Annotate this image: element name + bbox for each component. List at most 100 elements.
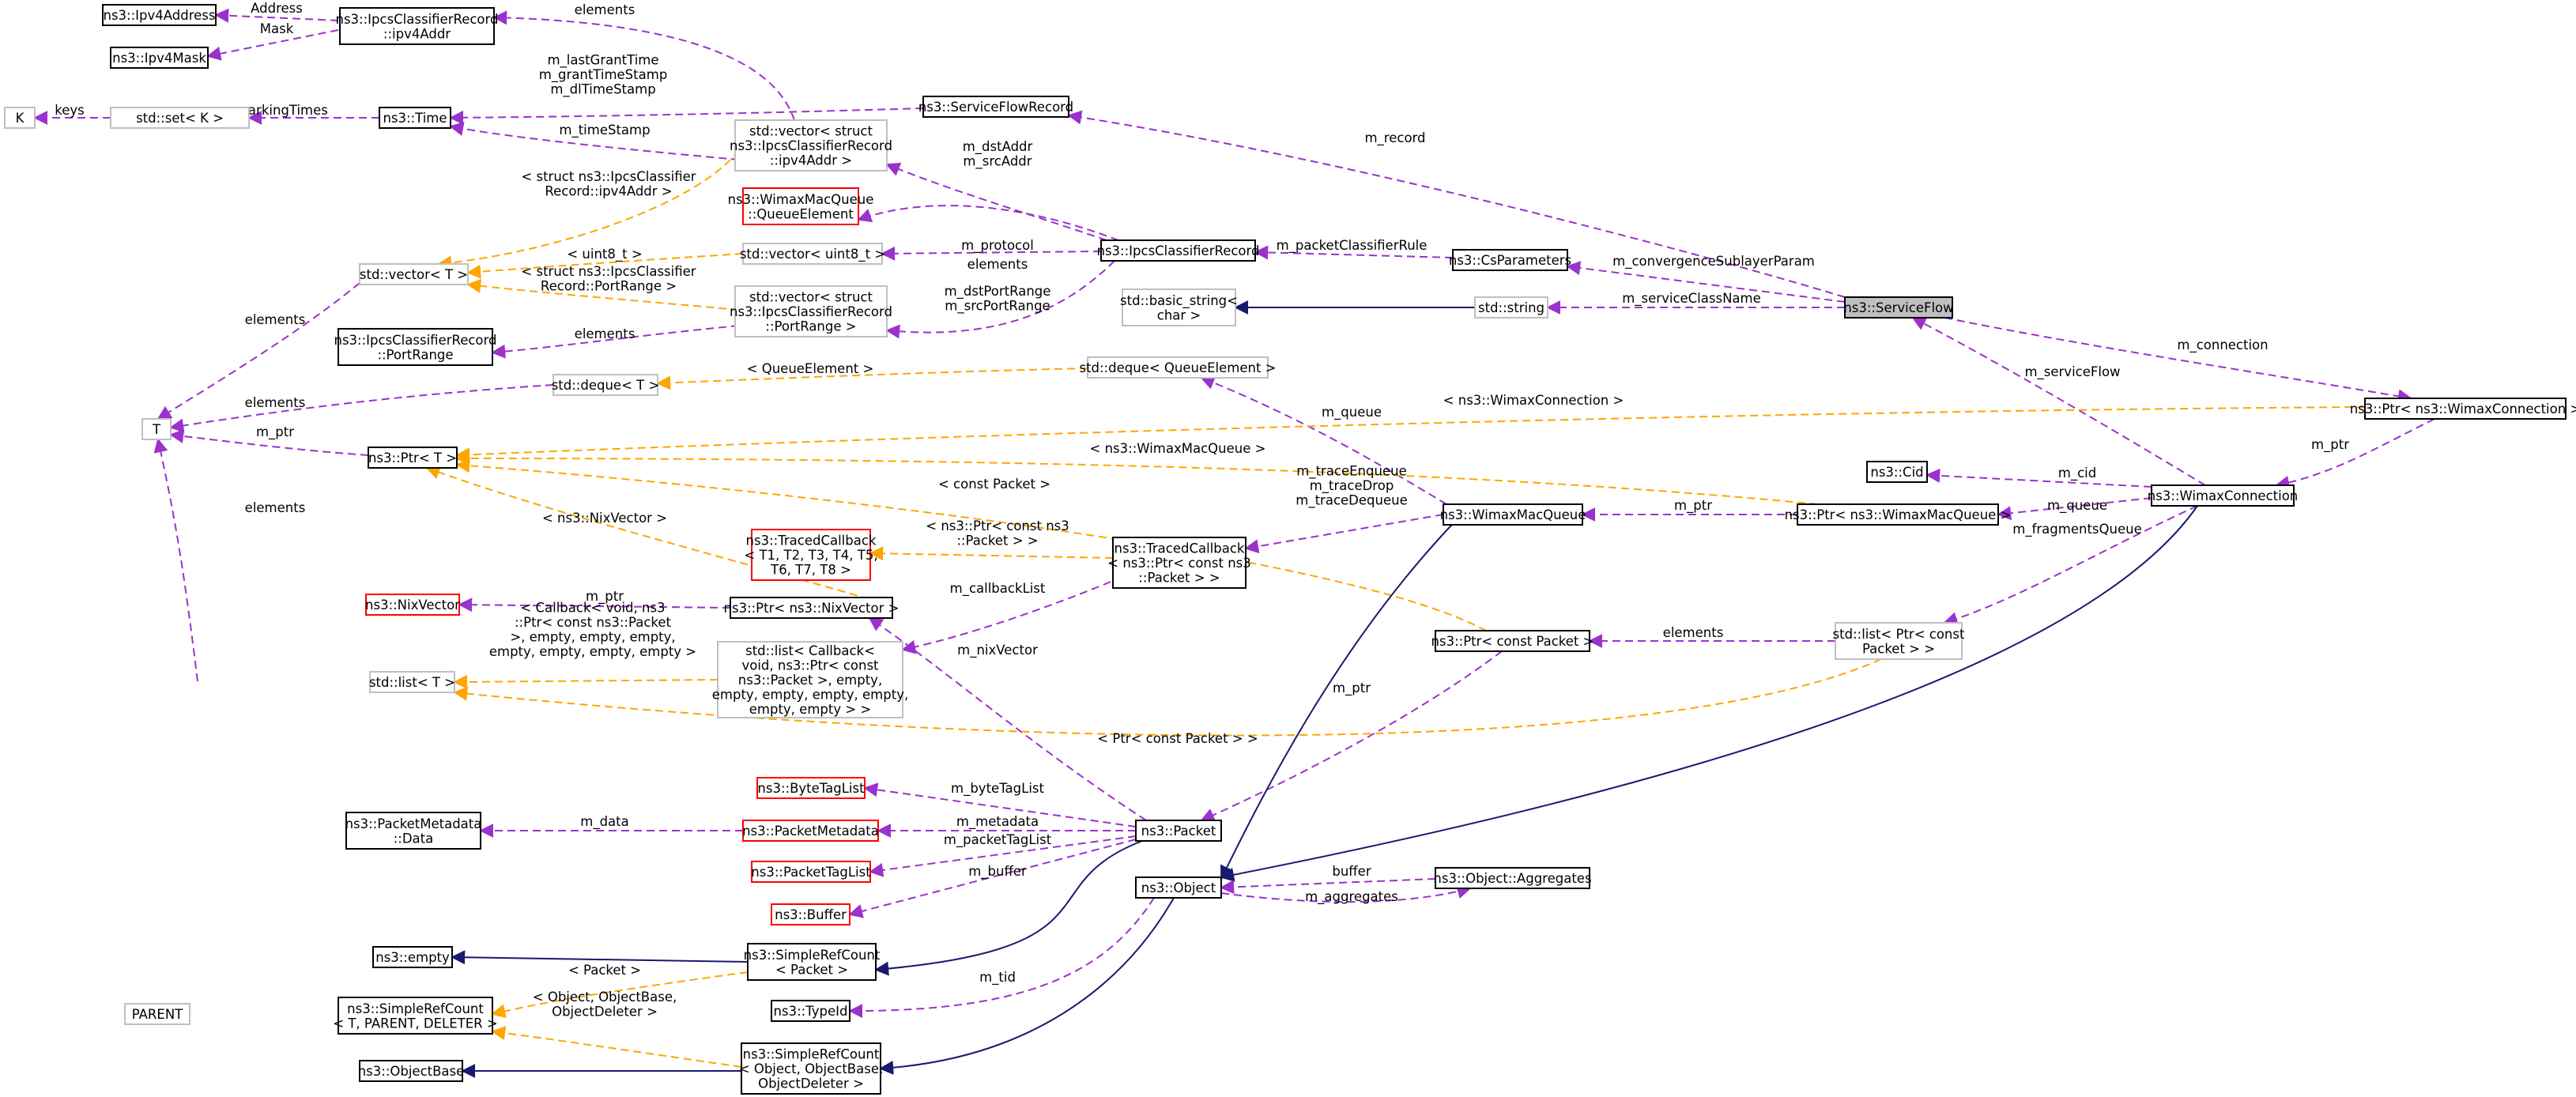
class-node-label: ns3::ObjectBase <box>358 1064 465 1079</box>
class-node-ptr-nixvector[interactable]: ns3::Ptr< ns3::NixVector > <box>724 597 900 619</box>
class-node-label: ns3::Cid <box>1870 465 1923 480</box>
usage-edge-0 <box>214 8 339 23</box>
edge-label-m-ptr-nix: m_ptr <box>586 589 624 605</box>
class-node-tracedcallback-t[interactable]: ns3::TracedCallback< T1, T2, T3, T4, T5,… <box>744 529 878 581</box>
class-node-ipv4mask[interactable]: ns3::Ipv4Mask <box>110 47 209 69</box>
class-node-csparameters[interactable]: ns3::CsParameters <box>1449 249 1571 271</box>
class-node-box <box>1474 296 1548 319</box>
class-node-buffer[interactable]: ns3::Buffer <box>771 903 850 925</box>
class-node-nixvector[interactable]: ns3::NixVector <box>365 594 460 616</box>
class-node-objectbase[interactable]: ns3::ObjectBase <box>358 1060 465 1082</box>
edge-label-line: m_protocol <box>961 238 1034 254</box>
class-node-queueelement[interactable]: ns3::WimaxMacQueue::QueueElement <box>728 187 874 225</box>
class-node-packet[interactable]: ns3::Packet <box>1135 820 1222 842</box>
edge-label-line: m_srcPortRange <box>945 298 1050 314</box>
class-node-empty[interactable]: ns3::empty <box>372 946 453 968</box>
edge-label-line: elements <box>245 312 306 327</box>
edge-label-queue-element: < QueueElement > <box>747 361 874 376</box>
class-node-label: std::vector< T > <box>360 267 468 282</box>
edge-label-fragments: m_fragmentsQueue <box>2012 522 2141 537</box>
usage-edge-49 <box>869 835 1137 877</box>
class-node-simplerefcount-t[interactable]: ns3::SimpleRefCount< T, PARENT, DELETER … <box>333 997 498 1035</box>
class-node-string[interactable]: std::string <box>1474 296 1548 319</box>
class-node-list-callback[interactable]: std::list< Callback<void, ns3::Ptr< cons… <box>712 641 908 718</box>
class-node-cid[interactable]: ns3::Cid <box>1866 461 1928 483</box>
class-node-vector-uint8[interactable]: std::vector< uint8_t > <box>740 243 885 265</box>
edges-layer <box>33 8 2435 1078</box>
class-node-ptr-const-packet[interactable]: ns3::Ptr< const Packet > <box>1431 630 1594 652</box>
class-node-ipcsclassifierrecord[interactable]: ns3::IpcsClassifierRecord <box>1096 239 1260 262</box>
class-node-label: ns3::PacketMetadata <box>345 816 482 831</box>
edge-label-line: elements <box>245 395 306 410</box>
class-node-label: ns3::WimaxMacQueue <box>1440 507 1586 522</box>
edge-label-elements-deque: elements <box>245 395 306 410</box>
class-node-serviceflow[interactable]: ns3::ServiceFlow <box>1843 296 1954 319</box>
class-node-t[interactable]: T <box>141 418 172 440</box>
edge-label-line: m_timeStamp <box>559 123 650 138</box>
edge-label-keys: keys <box>55 103 84 118</box>
class-node-list-t[interactable]: std::list< T > <box>369 671 455 693</box>
edge-label-line: >, empty, empty, empty, <box>510 629 675 644</box>
class-node-simplerefcount-object[interactable]: ns3::SimpleRefCount< Object, ObjectBase,… <box>739 1042 883 1095</box>
edge-label-line: < Callback< void, ns3 <box>520 600 665 615</box>
class-node-box <box>771 903 850 925</box>
class-node-label: empty, empty > > <box>749 702 872 717</box>
edge-label-line: < ns3::WimaxMacQueue > <box>1090 441 1266 456</box>
edge-label-line: Record::PortRange > <box>541 278 677 293</box>
class-node-label: ns3::Packet <box>1141 824 1216 839</box>
class-node-k[interactable]: K <box>4 107 36 129</box>
class-node-wimaxmacqueue[interactable]: ns3::WimaxMacQueue <box>1440 503 1586 526</box>
class-node-parent[interactable]: PARENT <box>124 1003 190 1025</box>
edge-label-line: m_traceEnqueue <box>1296 464 1407 480</box>
usage-edge-20 <box>491 325 740 359</box>
class-node-packettaglist[interactable]: ns3::PacketTagList <box>751 861 871 883</box>
edge-label-m-queue-conn: m_queue <box>2047 498 2107 514</box>
class-node-label: < T, PARENT, DELETER > <box>333 1016 497 1031</box>
edge-label-line: < Object, ObjectBase, <box>533 990 677 1005</box>
class-node-ipcs-ipv4addr[interactable]: ns3::IpcsClassifierRecord::ipv4Addr <box>335 7 499 45</box>
class-node-packetmetadata-data[interactable]: ns3::PacketMetadata::Data <box>345 812 482 850</box>
template-edge-45 <box>453 658 1882 737</box>
class-node-vector-portrange[interactable]: std::vector< structns3::IpcsClassifierRe… <box>730 285 892 337</box>
edge-label-line: m_queue <box>1322 405 1382 420</box>
class-node-ptr-wimaxmacqueue[interactable]: ns3::Ptr< ns3::WimaxMacQueue > <box>1785 503 2012 526</box>
usage-edge-2 <box>492 10 795 121</box>
class-node-ipv4address[interactable]: ns3::Ipv4Address <box>102 4 217 26</box>
edge-label-m-ptr-queue: m_ptr <box>1674 498 1712 514</box>
class-node-basic-string[interactable]: std::basic_string<char > <box>1120 288 1238 326</box>
class-node-portrange[interactable]: ns3::IpcsClassifierRecord::PortRange <box>334 328 497 366</box>
class-node-wimaxconnection[interactable]: ns3::WimaxConnection <box>2148 484 2299 507</box>
class-node-bytetaglist[interactable]: ns3::ByteTagList <box>756 777 866 799</box>
edge-label-connection: m_connection <box>2177 337 2268 353</box>
class-node-ptr-wimaxconnection[interactable]: ns3::Ptr< ns3::WimaxConnection > <box>2350 398 2576 420</box>
class-node-box <box>369 671 455 693</box>
class-node-label: ns3::IpcsClassifierRecord <box>730 138 892 153</box>
edge-label-const-packet: < const Packet > <box>938 477 1050 492</box>
edge-label-elements-qe: elements <box>967 257 1028 272</box>
class-node-vector-ipv4addr[interactable]: std::vector< structns3::IpcsClassifierRe… <box>730 119 892 172</box>
edge-label-line: m_packetClassifierRule <box>1277 238 1428 254</box>
class-node-simplerefcount-packet[interactable]: ns3::SimpleRefCount< Packet > <box>744 943 881 981</box>
class-node-ptr-t[interactable]: ns3::Ptr< T > <box>368 447 458 469</box>
class-node-serviceflowrecord[interactable]: ns3::ServiceFlowRecord <box>918 96 1073 118</box>
class-node-label: ns3::Ptr< ns3::NixVector > <box>724 601 900 616</box>
class-node-box <box>1087 356 1269 379</box>
edge-label-line: m_ptr <box>256 424 294 440</box>
class-node-label: std::string <box>1478 300 1544 315</box>
class-node-object[interactable]: ns3::Object <box>1135 876 1222 899</box>
class-node-aggregates[interactable]: ns3::Object::Aggregates <box>1433 867 1592 889</box>
class-node-packetmetadata[interactable]: ns3::PacketMetadata <box>742 820 879 842</box>
usage-edge-13 <box>1566 261 1846 303</box>
class-node-time[interactable]: ns3::Time <box>379 107 451 129</box>
class-node-deque-t[interactable]: std::deque< T > <box>552 374 660 396</box>
class-node-deque-qe[interactable]: std::deque< QueueElement > <box>1079 356 1277 379</box>
class-node-typeid[interactable]: ns3::TypeId <box>771 1000 850 1022</box>
class-node-vector-t[interactable]: std::vector< T > <box>359 263 469 285</box>
class-node-label: ::PortRange <box>377 347 453 362</box>
class-node-set-k[interactable]: std::set< K > <box>110 107 250 129</box>
class-node-label: std::basic_string< <box>1120 293 1238 309</box>
class-node-tracedcallback-packet[interactable]: ns3::TracedCallback< ns3::Ptr< const ns3… <box>1107 537 1251 589</box>
